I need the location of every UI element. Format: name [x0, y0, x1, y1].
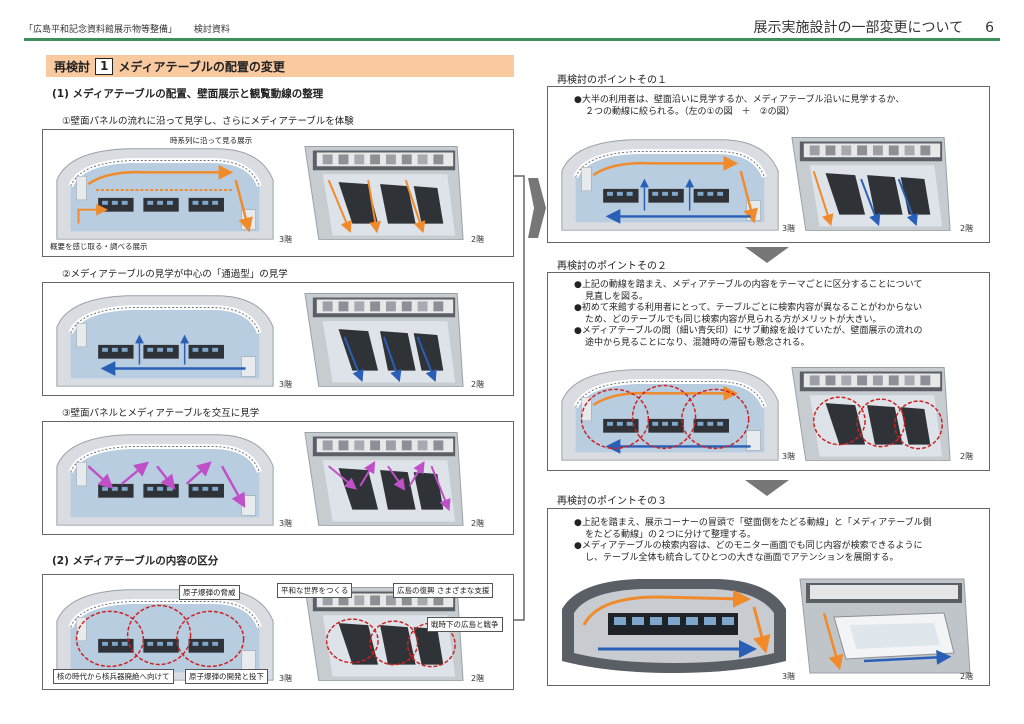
floor-3-plan	[554, 131, 786, 235]
floor-2-plan	[791, 367, 951, 461]
callout-chronological: 時系列に沿って見る展示	[170, 136, 253, 145]
floor-2-plan	[304, 587, 464, 681]
floor-2-plan	[304, 146, 464, 240]
section-title-band: 再検討 1 メディアテーブルの配置の変更	[46, 55, 514, 77]
flow-connector	[514, 175, 546, 621]
zone-label-wartime: 戦時下の広島と戦争	[427, 617, 503, 632]
pattern-3-caption: ③壁面パネルとメディアテーブルを交互に見学	[62, 408, 260, 419]
down-arrow-icon	[745, 247, 789, 263]
zone-label-development: 原子爆弾の開発と投下	[185, 669, 268, 684]
floor-3-label: 3階	[782, 672, 796, 681]
point-3-line: ●メディアテーブルの検索内容は、どのモニター画面でも同じ内容が検索できるように	[574, 541, 923, 551]
callout-overview: 概要を感じ取る・調べる展示	[50, 242, 148, 251]
header-meta: 「広島平和記念資料館展示物等整備」 検討資料	[24, 22, 244, 35]
floor-2-label: 2階	[471, 519, 485, 528]
section-1-heading: (1) メディアテーブルの配置、壁面展示と観覧動線の整理	[52, 88, 324, 100]
floor-3-label: 3階	[279, 235, 293, 244]
floor-3-label: 3階	[279, 519, 293, 528]
point-2-line: 途中から見ることになり、混雑時の滞留も懸念される。	[585, 337, 810, 348]
header-rule	[24, 38, 1000, 41]
section-2-heading: (2) メディアテーブルの内容の区分	[52, 555, 219, 567]
floor-3-plan	[554, 361, 786, 465]
content-zones-box: 原子爆弾の脅威 核の時代から核兵器廃絶へ向けて 原子爆弾の開発と投下 平和な世界…	[42, 574, 514, 690]
floor-3-label: 3階	[782, 452, 796, 461]
point-1-box: ●大半の利用者は、壁面沿いに見学するか、メディアテーブル沿いに見学するか、 ２つ…	[547, 86, 990, 243]
zone-label-atomic-threat: 原子爆弾の脅威	[179, 585, 240, 600]
point-2-line: ●メディアテーブルの間（細い青矢印）にサブ動線を設けていたが、壁面展示の流れの	[574, 326, 923, 336]
floor-3-rendering	[562, 579, 786, 673]
point-2-box: ●上記の動線を踏まえ、メディアテーブルの内容をテーマごとに区分することについて …	[547, 272, 990, 471]
floor-2-plan	[304, 293, 464, 387]
page-title: 展示実施設計の一部変更について	[753, 20, 964, 36]
point-3-line: ●上記を踏まえ、展示コーナーの冒頭で「壁面側をたどる動線」と「メディアテーブル側	[574, 518, 932, 528]
floor-3-label: 3階	[279, 380, 293, 389]
zone-label-peaceful-world: 平和な世界をつくる	[277, 583, 353, 598]
floor-2-label: 2階	[960, 224, 974, 233]
page-number: 6	[985, 20, 994, 36]
point-3-line: し、テーブル全体も統合してひとつの大きな画面でアテンションを展開する。	[585, 552, 899, 563]
floor-3-plan	[49, 581, 281, 685]
point-2-title: 再検討のポイントその２	[557, 261, 667, 272]
floor-3-plan	[49, 140, 281, 244]
title-prefix: 再検討	[54, 59, 91, 74]
pattern-2-caption: ②メディアテーブルの見学が中心の「通過型」の見学	[62, 269, 288, 280]
floor-2-label: 2階	[471, 235, 485, 244]
point-1-text: ●大半の利用者は、壁面沿いに見学するか、メディアテーブル沿いに見学するか、 ２つ…	[574, 95, 904, 118]
point-1-title: 再検討のポイントその１	[557, 75, 667, 86]
floor-3-plan	[49, 426, 281, 530]
point-3-title: 再検討のポイントその３	[557, 496, 667, 507]
point-1-line: ２つの動線に絞られる。（左の①の図 ＋ ②の図）	[585, 106, 795, 117]
down-arrow-icon	[745, 480, 789, 496]
point-3-box: ●上記を踏まえ、展示コーナーの冒頭で「壁面側をたどる動線」と「メディアテーブル側…	[547, 508, 990, 686]
zone-label-nuclear-age: 核の時代から核兵器廃絶へ向けて	[53, 669, 174, 684]
pattern-1-box: 時系列に沿って見る展示 概要を感じ取る・調べる展示 3階 2階	[42, 129, 514, 257]
title-number: 1	[95, 57, 114, 75]
title-text: メディアテーブルの配置の変更	[118, 59, 285, 74]
floor-3-label: 3階	[782, 224, 796, 233]
zone-label-reconstruction: 広島の復興 さまざまな支援	[393, 583, 494, 598]
header-title-block: 展示実施設計の一部変更について 6	[753, 17, 994, 37]
pattern-3-box: 3階 2階	[42, 421, 514, 535]
point-3-text: ●上記を踏まえ、展示コーナーの冒頭で「壁面側をたどる動線」と「メディアテーブル側…	[574, 518, 932, 564]
pattern-2-box: 3階 2階	[42, 282, 514, 396]
floor-2-label: 2階	[471, 380, 485, 389]
floor-2-label: 2階	[471, 674, 485, 683]
point-2-text: ●上記の動線を踏まえ、メディアテーブルの内容をテーマごとに区分することについて …	[574, 280, 923, 349]
point-3-line: をたどる動線」の２つに分けて整理する。	[585, 529, 757, 540]
point-2-line: 見直しを図る。	[585, 291, 649, 302]
floor-2-plan	[304, 432, 464, 526]
floor-3-plan	[49, 287, 281, 391]
floor-3-label: 3階	[279, 674, 293, 683]
point-1-line: ●大半の利用者は、壁面沿いに見学するか、メディアテーブル沿いに見学するか、	[574, 95, 905, 105]
floor-2-label: 2階	[960, 672, 974, 681]
pattern-1-caption: ①壁面パネルの流れに沿って見学し、さらにメディアテーブルを体験	[62, 116, 354, 127]
point-2-line: ため、どのテーブルでも同じ検索内容が見られる方がメリットが大きい。	[585, 314, 882, 325]
floor-2-plan	[791, 137, 951, 231]
point-2-line: ●初めて来館する利用者にとって、テーブルごとに検索内容が異なることがわからない	[574, 303, 923, 313]
document-type: 検討資料	[193, 25, 230, 35]
floor-2-label: 2階	[960, 452, 974, 461]
floor-2-rendering	[799, 578, 971, 674]
project-name: 「広島平和記念資料館展示物等整備」	[24, 25, 178, 35]
point-2-line: ●上記の動線を踏まえ、メディアテーブルの内容をテーマごとに区分することについて	[574, 280, 923, 290]
